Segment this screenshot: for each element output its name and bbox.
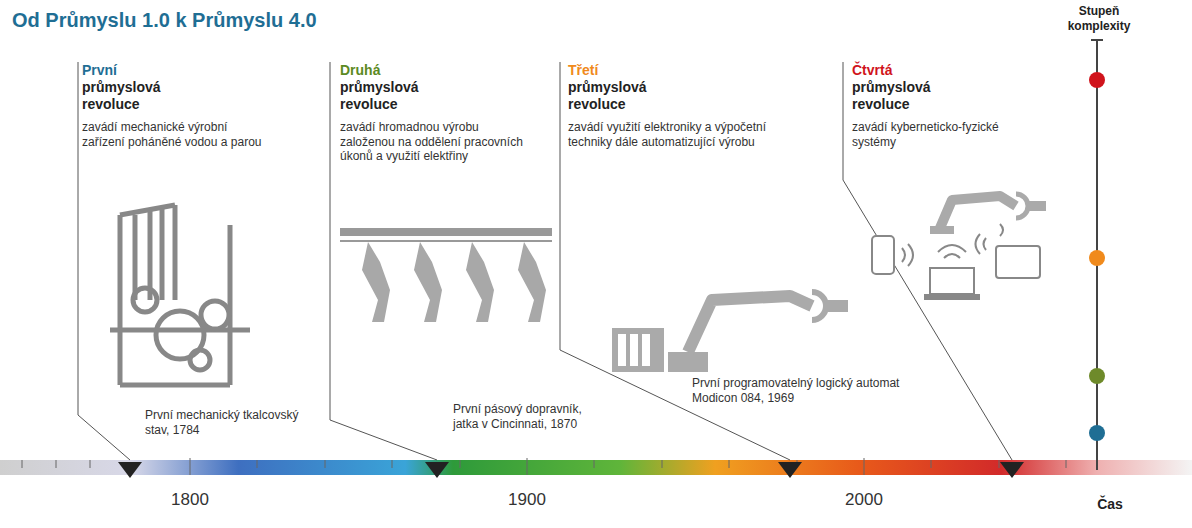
revolution-description: zavádí využití elektroniky a výpočetní t… bbox=[568, 120, 778, 149]
timeline-markers bbox=[118, 462, 1024, 478]
year-label: 1800 bbox=[160, 490, 220, 511]
milestone-caption: První programovatelný logický automat Mo… bbox=[692, 376, 902, 405]
page-title: Od Průmyslu 1.0 k Průmyslu 4.0 bbox=[12, 8, 532, 32]
complexity-axis bbox=[1089, 40, 1105, 470]
revolution-number: První bbox=[82, 62, 202, 79]
conveyor-icon bbox=[340, 228, 552, 322]
axis-title: Čas bbox=[1080, 496, 1140, 513]
devices-icon bbox=[872, 194, 1046, 300]
milestone-caption: První mechanický tkalcovský stav, 1784 bbox=[145, 408, 320, 437]
revolution-number: Druhá bbox=[340, 62, 460, 79]
year-label: 1900 bbox=[497, 490, 557, 511]
revolution-heading: průmyslová revoluce bbox=[340, 79, 440, 113]
revolution-description: zavádí mechanické výrobní zařízení pohán… bbox=[82, 120, 267, 149]
revolution-heading: průmyslová revoluce bbox=[852, 79, 952, 113]
axis-title: Stupeň komplexity bbox=[1052, 4, 1146, 33]
revolution-description: zavádí hromadnou výrobu založenou na odd… bbox=[340, 120, 535, 164]
revolution-description: zavádí kyberneticko-fyzické systémy bbox=[852, 120, 1042, 149]
revolution-heading: průmyslová revoluce bbox=[82, 79, 182, 113]
year-label: 2000 bbox=[834, 490, 894, 511]
revolution-heading: průmyslová revoluce bbox=[568, 79, 668, 113]
robot-icon bbox=[612, 292, 848, 372]
revolution-number: Čtvrtá bbox=[852, 62, 972, 79]
milestone-caption: První pásový dopravník, jatka v Cincinna… bbox=[453, 402, 593, 431]
timeline-ticks bbox=[22, 458, 1066, 475]
loom-icon bbox=[110, 205, 250, 385]
revolution-number: Třetí bbox=[568, 62, 688, 79]
